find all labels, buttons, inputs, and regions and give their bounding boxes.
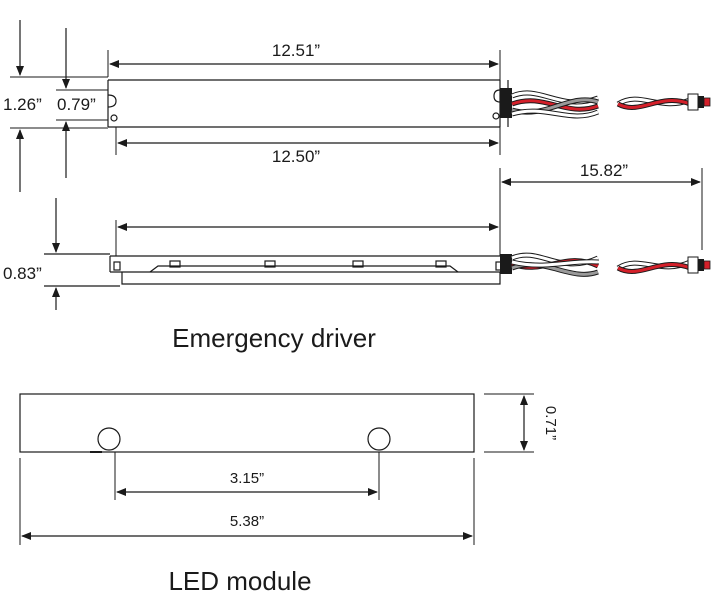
dim-driver-side-height: [44, 198, 120, 310]
dim-driver-height-outer-label: 1.26”: [3, 95, 42, 114]
driver-top-test-switch: [616, 93, 711, 111]
led-module-outline: [19, 393, 475, 453]
dim-driver-length-bottom-label: 12.50”: [272, 147, 321, 166]
driver-top-connector: [500, 88, 599, 119]
dim-driver-length-top-label: 12.51”: [272, 41, 321, 60]
dim-module-height: [484, 393, 534, 453]
driver-height-extension-lines: [10, 50, 501, 155]
dim-driver-height-inner-label: 0.79”: [57, 95, 96, 114]
driver-caption: Emergency driver: [172, 323, 376, 353]
dim-module-height-label: 0.71”: [542, 406, 559, 440]
dim-driver-side-height-label: 0.83”: [3, 264, 42, 283]
driver-side-test-switch: [616, 256, 711, 274]
dim-driver-length-top: 12.51”: [109, 41, 499, 68]
dim-module-length-label: 5.38”: [230, 513, 264, 530]
dim-driver-length-bottom: 12.50”: [117, 139, 499, 166]
dim-wire-length: 15.82”: [499, 161, 703, 250]
driver-side-view: [109, 255, 503, 285]
dim-driver-side-length: [115, 200, 501, 256]
led-module-hole-left: [97, 427, 121, 451]
driver-top-view: [107, 79, 509, 128]
led-module-hole-right: [367, 427, 391, 451]
dim-module-hole-spacing: [114, 452, 380, 500]
driver-side-connector: [500, 252, 600, 277]
dim-wire-length-label: 15.82”: [580, 161, 629, 180]
module-caption: LED module: [168, 566, 311, 596]
dim-module-length: [19, 458, 475, 545]
dim-module-hole-spacing-label: 3.15”: [230, 470, 264, 487]
